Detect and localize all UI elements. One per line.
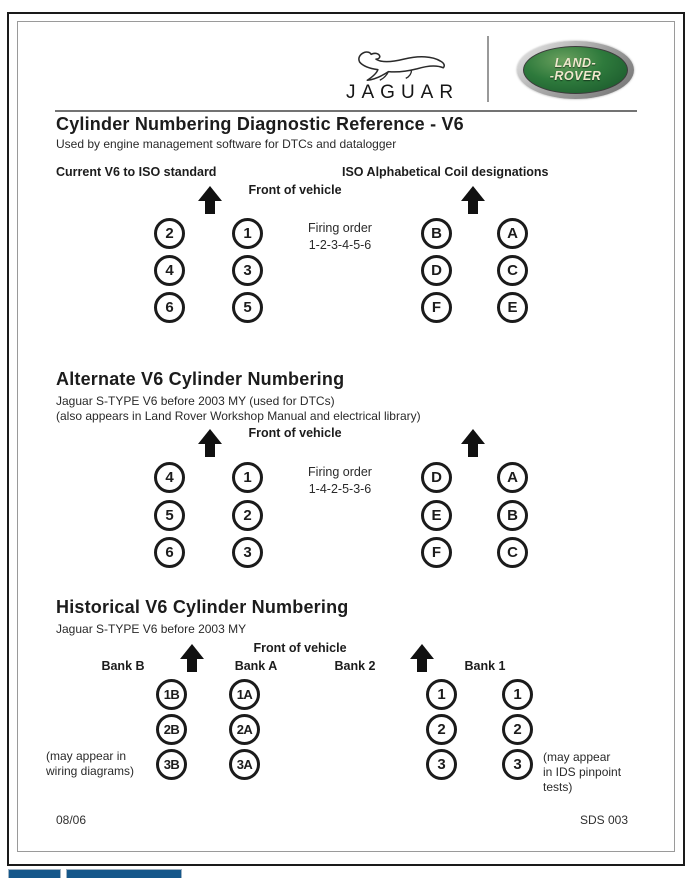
footer-doc-number: SDS 003 — [580, 813, 629, 827]
coil-circle: C — [497, 255, 528, 286]
section2-subtitle-2: (also appears in Land Rover Workshop Man… — [56, 409, 421, 423]
up-arrow-icon — [178, 644, 206, 672]
bank-label: Bank 2 — [334, 659, 376, 673]
cylinder-circle: 2 — [154, 218, 185, 249]
jaguar-leaper-icon — [350, 40, 450, 84]
coil-circle: C — [497, 537, 528, 568]
landrover-text-line2: -ROVER — [549, 69, 602, 83]
up-arrow-icon — [196, 186, 224, 214]
cylinder-circle: 2B — [156, 714, 187, 745]
cylinder-circle: 3 — [426, 749, 457, 780]
bank-label: Bank A — [234, 659, 278, 673]
header-rule — [55, 110, 637, 112]
landrover-logo-icon: LAND- -ROVER — [517, 41, 634, 99]
cylinder-circle: 1A — [229, 679, 260, 710]
cylinder-circle: 5 — [154, 500, 185, 531]
cylinder-circle: 3 — [502, 749, 533, 780]
landrover-text-line1: LAND- — [554, 56, 597, 70]
note-ids-pinpoint: (may appear in IDS pinpoint tests) — [543, 750, 621, 795]
section1-front-of-vehicle-label: Front of vehicle — [248, 183, 342, 197]
coil-circle: E — [497, 292, 528, 323]
page-title: Cylinder Numbering Diagnostic Reference … — [56, 114, 464, 134]
section2-subtitle-1: Jaguar S-TYPE V6 before 2003 MY (used fo… — [56, 394, 335, 408]
taskbar-button-fragment[interactable] — [66, 869, 182, 878]
up-arrow-icon — [459, 186, 487, 214]
firing-order-label: Firing order — [308, 221, 372, 235]
cylinder-circle: 3 — [232, 537, 263, 568]
up-arrow-icon — [408, 644, 436, 672]
cylinder-circle: 3A — [229, 749, 260, 780]
bank-label: Bank B — [101, 659, 145, 673]
coil-circle: A — [497, 462, 528, 493]
coil-circle: B — [421, 218, 452, 249]
section1-right-heading: ISO Alphabetical Coil designations — [342, 165, 549, 179]
cylinder-circle: 4 — [154, 255, 185, 286]
firing-order-value: 1-4-2-5-3-6 — [308, 482, 372, 496]
coil-circle: E — [421, 500, 452, 531]
bank-label: Bank 1 — [464, 659, 506, 673]
cylinder-circle: 2 — [232, 500, 263, 531]
section2-front-of-vehicle-label: Front of vehicle — [248, 426, 342, 440]
firing-order-label: Firing order — [308, 465, 372, 479]
note-line: in IDS pinpoint — [543, 765, 622, 779]
page-outer-border — [7, 12, 685, 866]
page-subtitle: Used by engine management software for D… — [56, 137, 397, 151]
section3-subtitle-1: Jaguar S-TYPE V6 before 2003 MY — [56, 622, 247, 636]
cylinder-circle: 1 — [426, 679, 457, 710]
firing-order-value: 1-2-3-4-5-6 — [308, 238, 372, 252]
cylinder-circle: 1 — [232, 218, 263, 249]
jaguar-wordmark: JAGUAR — [346, 82, 460, 103]
cylinder-circle: 6 — [154, 537, 185, 568]
note-line: tests) — [543, 780, 573, 794]
cylinder-circle: 2 — [502, 714, 533, 745]
up-arrow-icon — [196, 429, 224, 457]
cylinder-circle: 2 — [426, 714, 457, 745]
section2-title: Alternate V6 Cylinder Numbering — [56, 369, 345, 389]
section2-firing-order: Firing order 1-4-2-5-3-6 — [275, 464, 405, 498]
note-wiring-diagrams: (may appear in wiring diagrams) — [46, 749, 134, 779]
coil-circle: F — [421, 292, 452, 323]
cylinder-circle: 3 — [232, 255, 263, 286]
coil-circle: A — [497, 218, 528, 249]
note-line: (may appear — [543, 750, 611, 764]
section3-title: Historical V6 Cylinder Numbering — [56, 597, 349, 617]
page-inner-border — [17, 21, 675, 852]
cylinder-circle: 2A — [229, 714, 260, 745]
taskbar-button-fragment[interactable] — [8, 869, 61, 878]
cylinder-circle: 5 — [232, 292, 263, 323]
note-line: wiring diagrams) — [46, 764, 135, 778]
cylinder-circle: 1 — [232, 462, 263, 493]
cylinder-circle: 3B — [156, 749, 187, 780]
section3-front-of-vehicle-label: Front of vehicle — [253, 641, 347, 655]
landrover-oval: LAND- -ROVER — [523, 46, 628, 94]
section1-left-heading: Current V6 to ISO standard — [56, 165, 217, 179]
cylinder-circle: 4 — [154, 462, 185, 493]
footer-date: 08/06 — [56, 813, 87, 827]
section1-firing-order: Firing order 1-2-3-4-5-6 — [275, 220, 405, 254]
cylinder-circle: 6 — [154, 292, 185, 323]
logo-divider — [487, 36, 489, 102]
note-line: (may appear in — [46, 749, 127, 763]
up-arrow-icon — [459, 429, 487, 457]
cylinder-circle: 1 — [502, 679, 533, 710]
coil-circle: B — [497, 500, 528, 531]
coil-circle: D — [421, 462, 452, 493]
coil-circle: F — [421, 537, 452, 568]
cylinder-circle: 1B — [156, 679, 187, 710]
coil-circle: D — [421, 255, 452, 286]
